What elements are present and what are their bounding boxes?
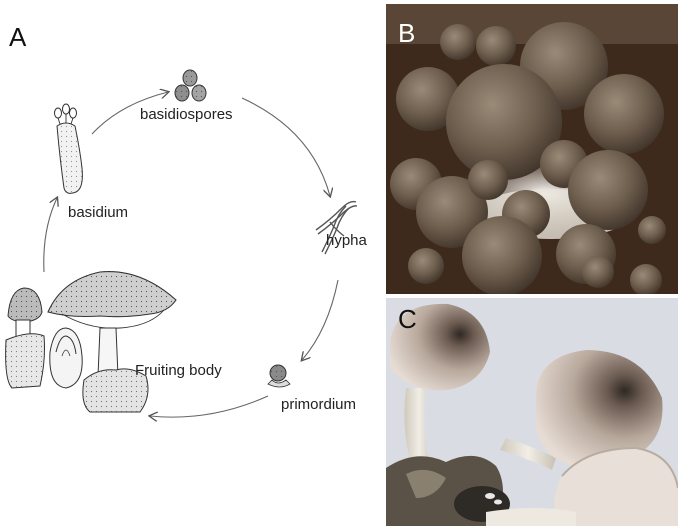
arrow-fruiting-to-basidium (43, 198, 57, 273)
basidium-icon (54, 103, 83, 194)
mature-mushrooms-image (386, 298, 678, 526)
arrow-primordium-to-fruiting (150, 395, 269, 417)
label-hypha: hypha (326, 232, 367, 249)
panel-label-c: C (398, 304, 417, 334)
hypha-icon (315, 200, 358, 255)
life-cycle-diagram: A (5, 22, 367, 530)
life-cycle-drawing (5, 69, 358, 530)
arrow-basidium-to-spores (91, 92, 168, 135)
panel-label-b: B (398, 18, 416, 48)
label-fruiting-body: Fruiting body (135, 362, 222, 379)
label-basidium: basidium (68, 204, 129, 221)
basidiospores-icon (174, 69, 207, 102)
label-basidiospores: basidiospores (140, 106, 233, 123)
mushroom-cluster-image (386, 4, 678, 294)
fruiting-body-icon (5, 271, 177, 413)
arrow-hypha-to-primordium (302, 279, 339, 360)
label-primordium: primordium (281, 396, 357, 413)
arrow-spores-to-hypha (241, 97, 330, 196)
panel-label-a: A (9, 22, 27, 52)
photo-mature-mushrooms: C (386, 298, 678, 526)
primordium-icon (267, 364, 291, 388)
photo-mushroom-cluster: B (386, 4, 678, 294)
